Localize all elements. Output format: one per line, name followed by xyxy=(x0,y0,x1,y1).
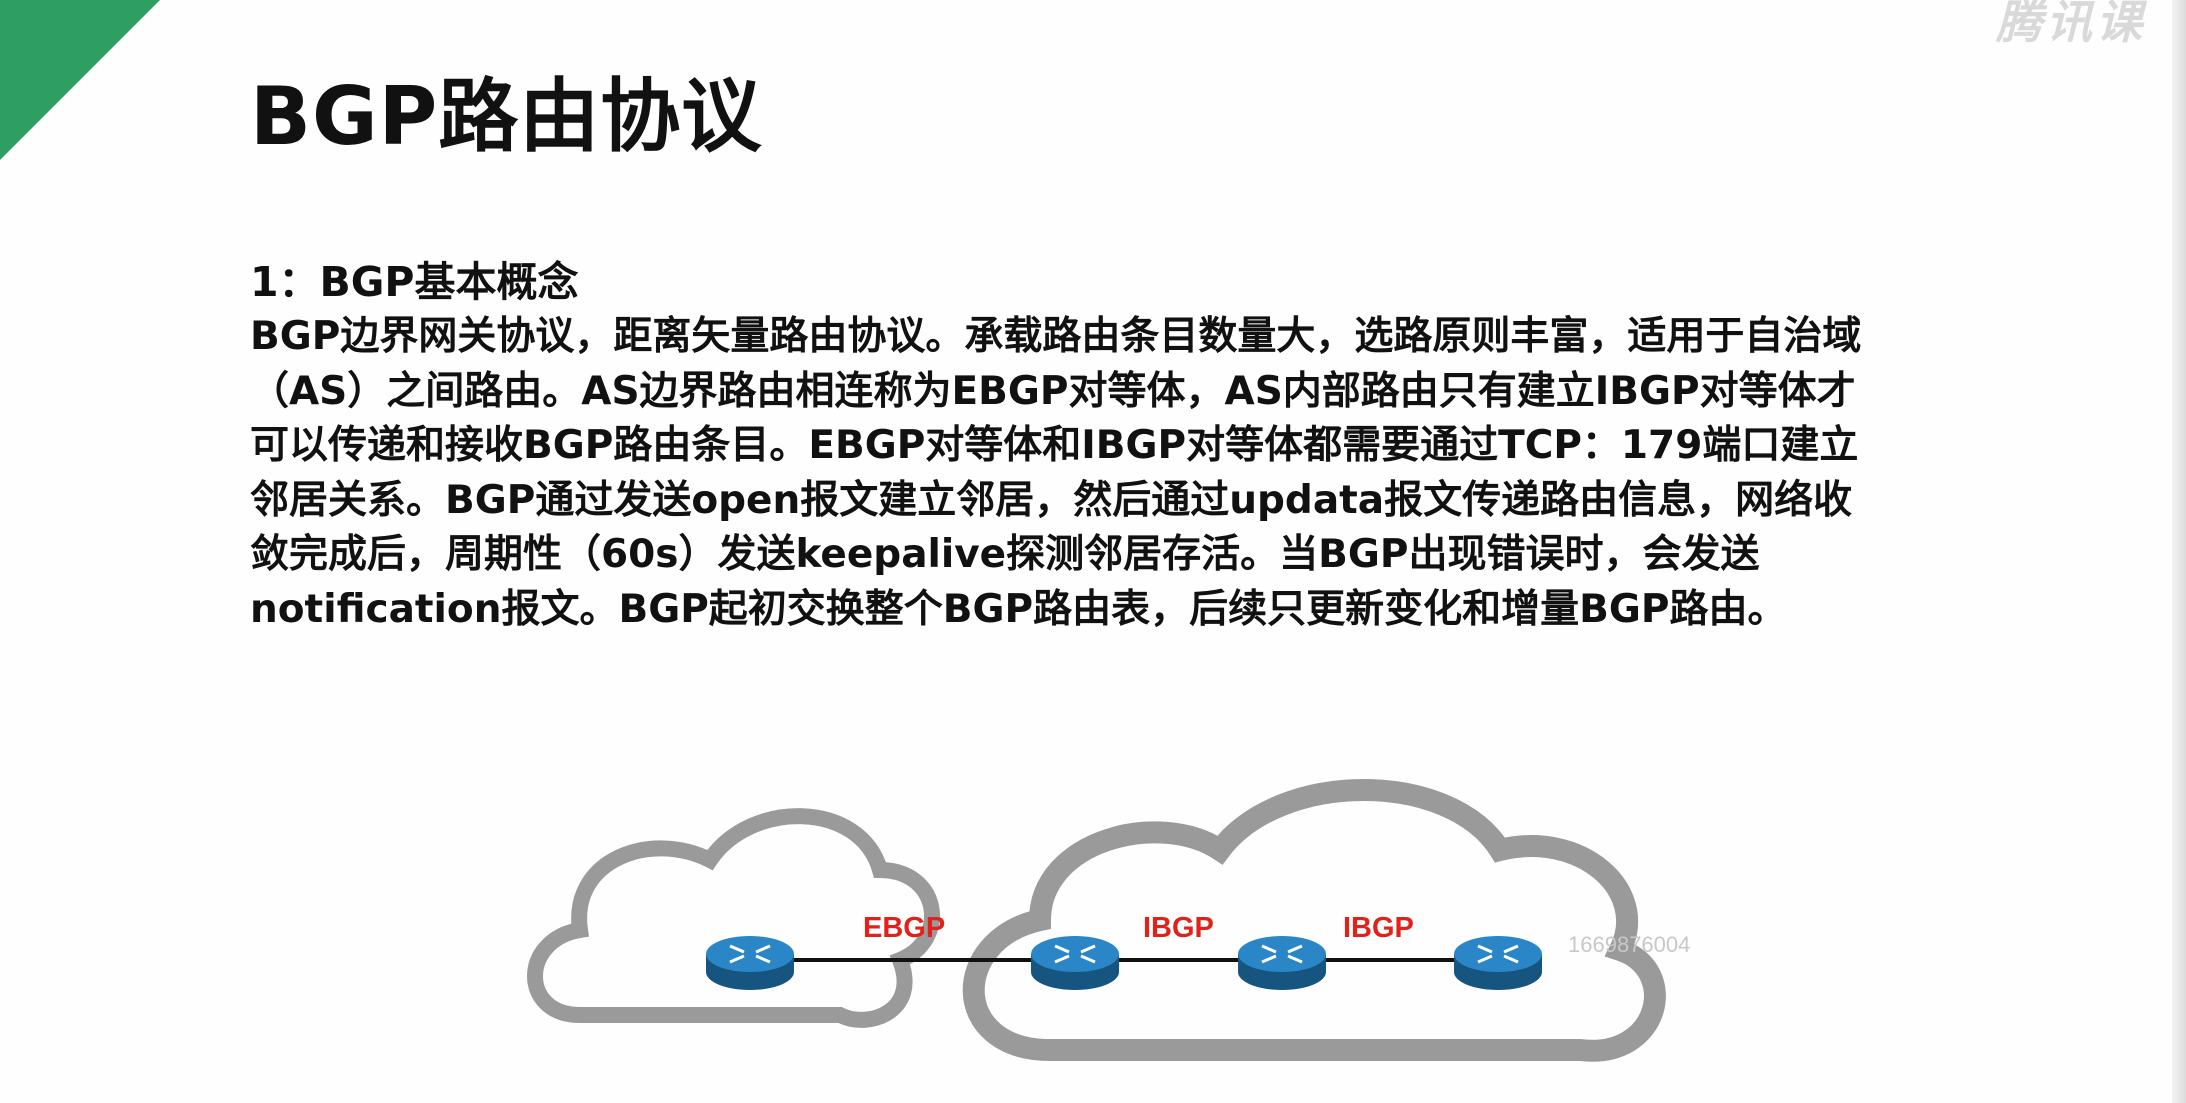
bgp-topology-diagram: EBGP IBGP IBGP xyxy=(520,760,1720,1090)
router-icon xyxy=(706,936,794,990)
body-paragraph: BGP边界网关协议，距离矢量路由协议。承载路由条目数量大，选路原则丰富，适用于自… xyxy=(250,314,1862,632)
corner-accent xyxy=(0,0,160,160)
right-edge-shadow xyxy=(2172,0,2186,1103)
as-cloud-left xyxy=(527,808,940,1028)
link-label-ebgp: EBGP xyxy=(863,912,945,944)
slide-title: BGP路由协议 xyxy=(250,70,763,163)
section-heading: 1：BGP基本概念 xyxy=(250,258,579,306)
router-icon xyxy=(1454,936,1542,990)
brand-watermark: 腾讯课 xyxy=(1996,0,2146,49)
router-icon xyxy=(1238,936,1326,990)
link-label-ibgp-1: IBGP xyxy=(1143,912,1214,944)
link-label-ibgp-2: IBGP xyxy=(1343,912,1414,944)
router-icon xyxy=(1031,936,1119,990)
as-cloud-right xyxy=(962,779,1666,1062)
user-id-watermark: 1669876004 xyxy=(1568,932,1690,957)
